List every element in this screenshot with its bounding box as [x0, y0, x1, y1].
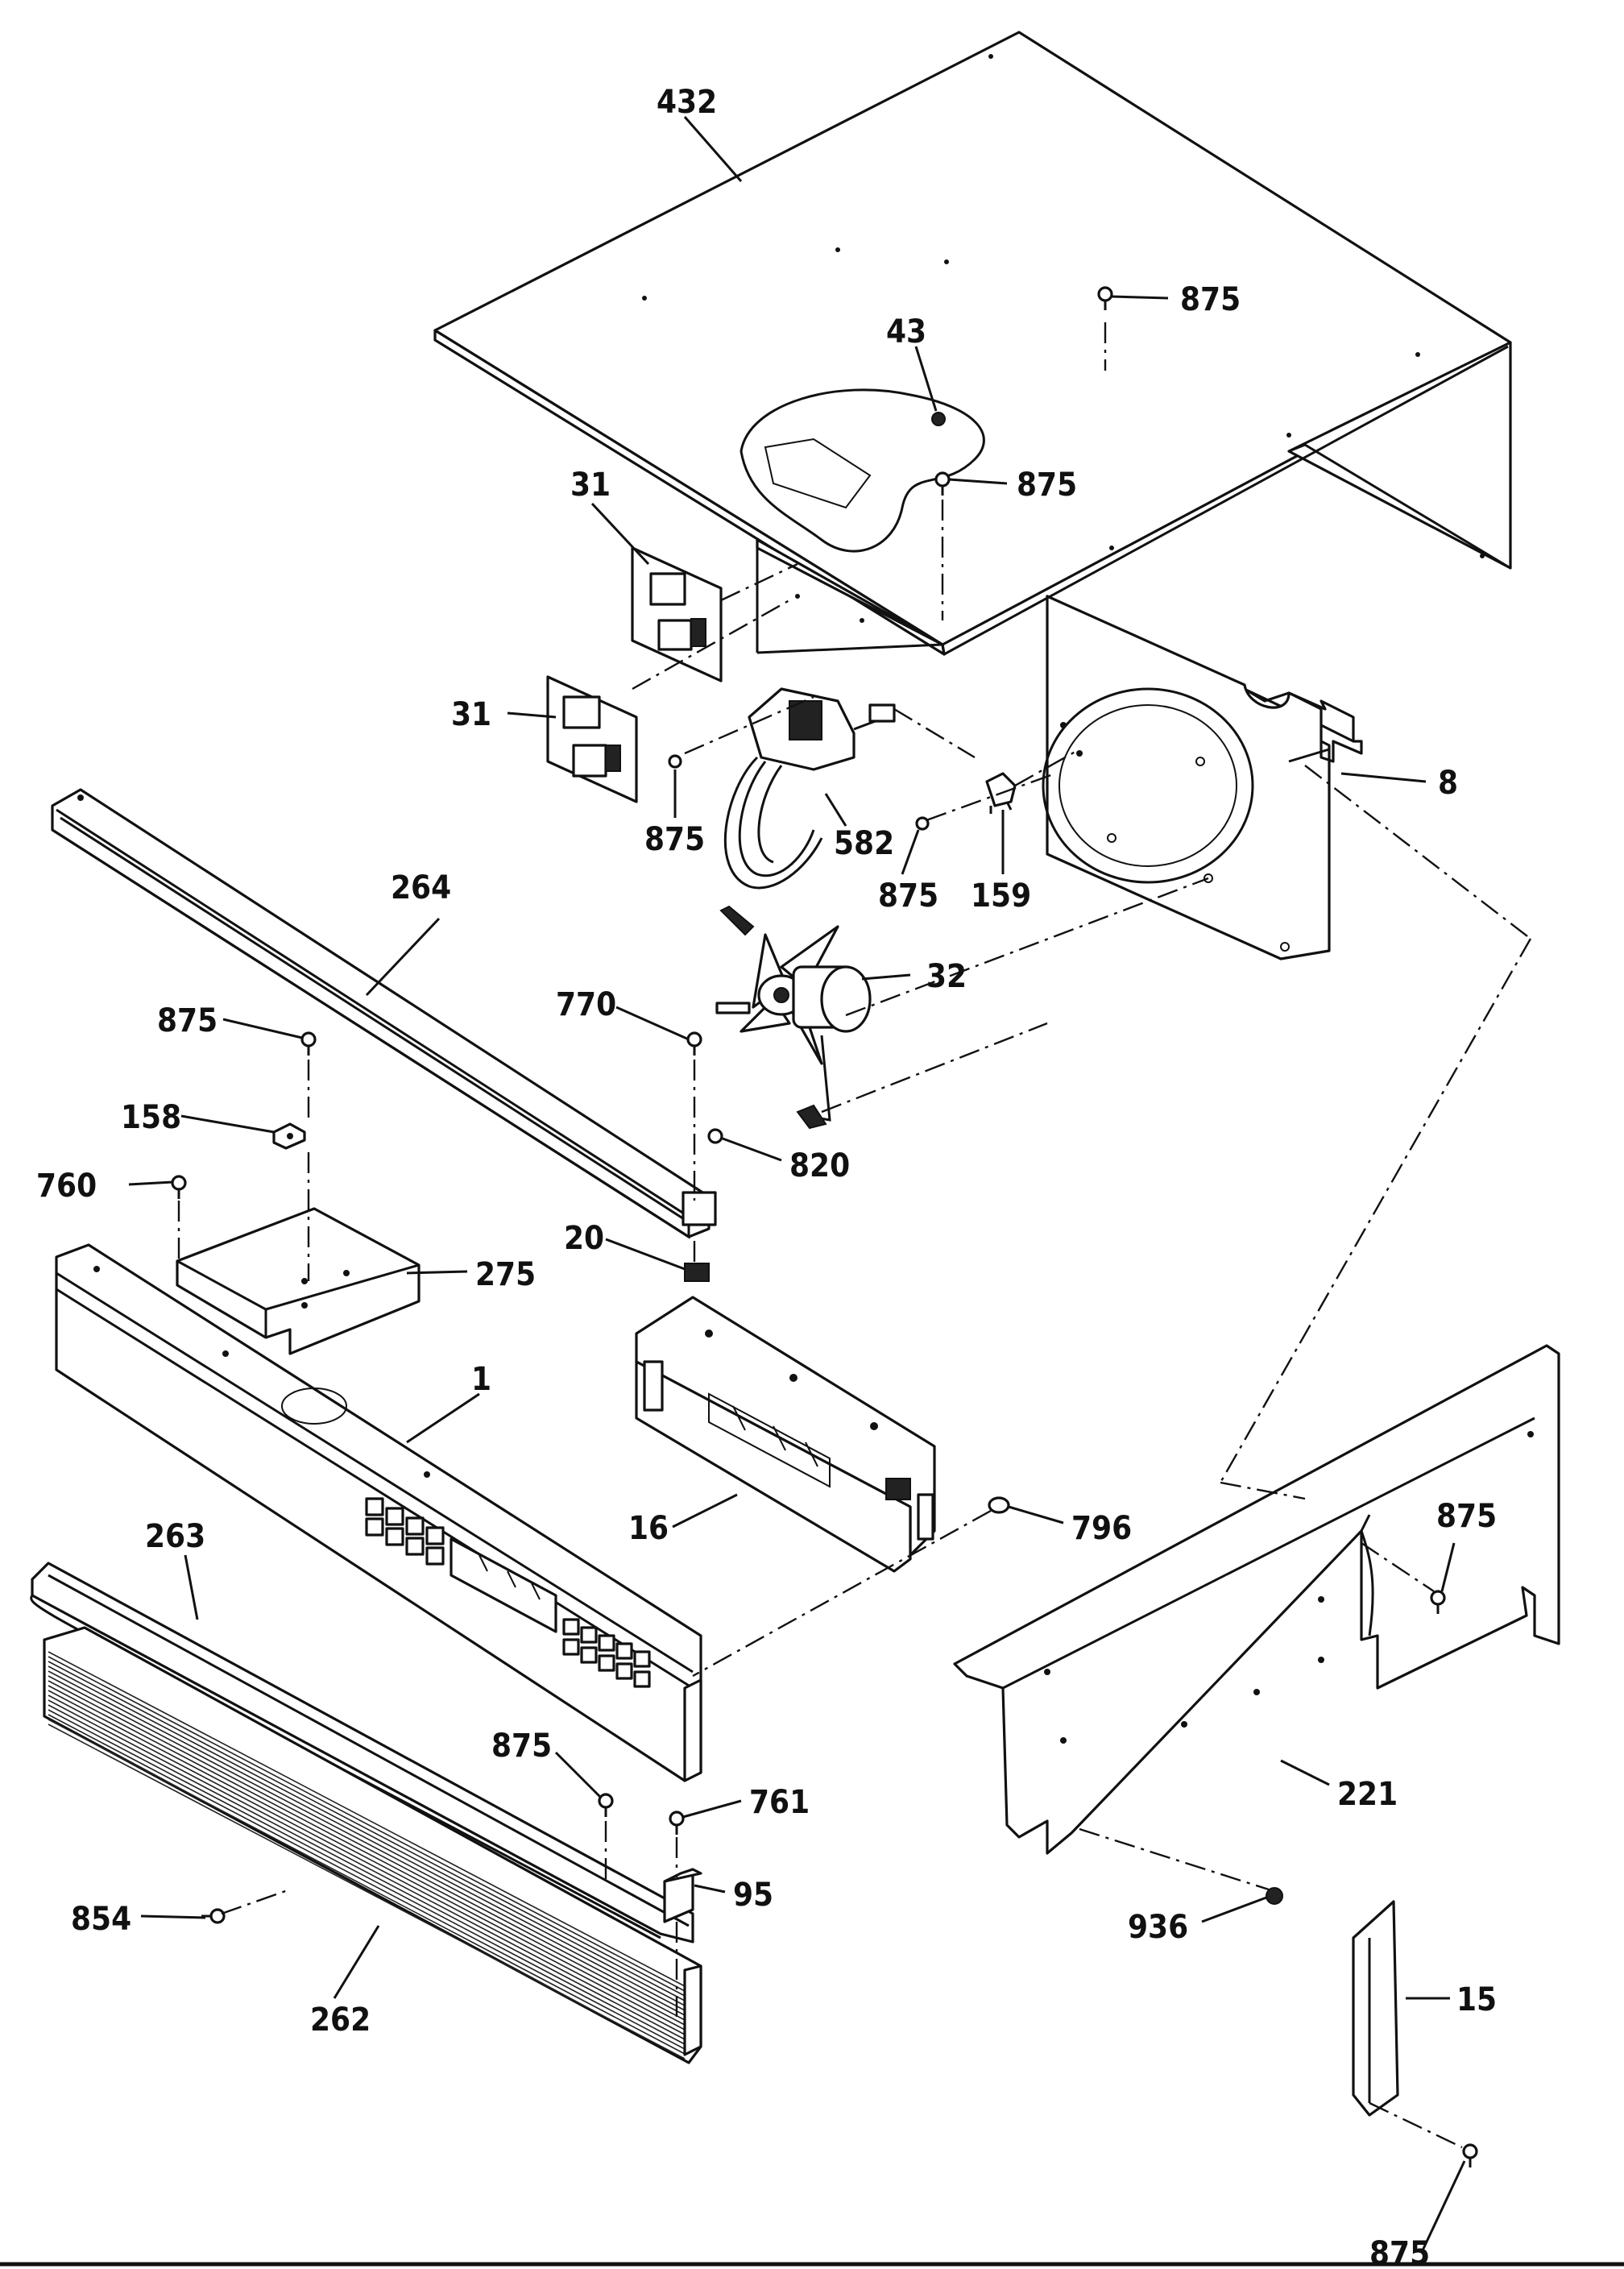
screws	[171, 286, 1478, 2167]
relay-board-31-lower	[546, 675, 638, 803]
grille-262	[43, 1626, 702, 2064]
label-8: 8	[1438, 765, 1458, 802]
label-770: 770	[556, 986, 616, 1023]
label-221: 221	[1337, 1776, 1398, 1813]
bracket-95	[663, 1868, 702, 1923]
label-796: 796	[1071, 1510, 1132, 1547]
grille-slat	[48, 1680, 686, 2016]
grille-slat	[48, 1690, 686, 2026]
screw-761	[669, 1811, 685, 1835]
grille-slat	[48, 1675, 686, 2011]
grille-slat	[48, 1665, 686, 2001]
clip-20	[684, 1263, 710, 1282]
top-cover-432	[433, 31, 1512, 656]
label-875-g: 875	[491, 1728, 552, 1765]
screw-875-side	[1430, 1590, 1446, 1614]
label-820: 820	[789, 1147, 850, 1184]
label-264: 264	[391, 869, 451, 906]
screw-875-bottom	[1462, 2143, 1478, 2167]
screw-875-trim	[598, 1793, 614, 1817]
label-875-b: 875	[1017, 467, 1077, 504]
grille-slat	[48, 1651, 686, 1987]
assembly-lines	[177, 322, 1532, 2149]
grille-slat	[48, 1661, 686, 1997]
label-95: 95	[733, 1877, 773, 1914]
screw-854	[201, 1908, 226, 1924]
label-760: 760	[36, 1168, 97, 1205]
label-16: 16	[628, 1510, 669, 1547]
label-15: 15	[1456, 1981, 1497, 2018]
grille-slat	[48, 1714, 686, 2050]
screw-796	[988, 1496, 1010, 1514]
back-panel-8	[1042, 595, 1363, 960]
screw-760	[171, 1175, 187, 1199]
label-43: 43	[886, 313, 926, 351]
label-761: 761	[749, 1784, 810, 1821]
bracket-275	[176, 1207, 420, 1355]
label-20: 20	[564, 1220, 604, 1257]
label-32: 32	[926, 958, 967, 995]
nut-936	[1266, 1887, 1283, 1905]
label-875-f: 875	[1436, 1498, 1497, 1535]
label-1: 1	[471, 1361, 491, 1398]
control-panel-1	[55, 1243, 702, 1782]
label-31-a: 31	[570, 467, 611, 504]
label-159: 159	[971, 877, 1031, 915]
label-432: 432	[657, 84, 717, 121]
fan-motor-32	[715, 905, 872, 1130]
side-panel-221	[953, 1344, 1560, 1855]
part-labels: 432 875 43 875 31 31 875 582 875 159 8 2…	[36, 84, 1497, 2269]
screw-875-transformer	[668, 754, 682, 769]
grille-slat	[48, 1685, 686, 2021]
label-263: 263	[145, 1518, 205, 1555]
screw-770	[686, 1031, 702, 1056]
bracket-15	[1352, 1900, 1399, 2117]
label-854: 854	[71, 1901, 131, 1938]
grille-slat	[48, 1709, 686, 2045]
leader-lines	[128, 116, 1466, 2253]
screw-875-switch	[915, 816, 930, 831]
label-158: 158	[121, 1099, 181, 1136]
thermostat-158	[272, 1122, 306, 1150]
label-936: 936	[1128, 1909, 1188, 1946]
label-875-a: 875	[1180, 281, 1241, 318]
label-875-e: 875	[157, 1002, 218, 1039]
label-582: 582	[834, 825, 894, 862]
control-board-16	[635, 1296, 936, 1573]
label-875-d: 875	[878, 877, 938, 915]
grille-slat	[48, 1719, 686, 2055]
relay-board-31-upper	[631, 546, 723, 682]
screw-820	[707, 1128, 723, 1144]
limit-switch-159	[985, 772, 1017, 814]
grille-slat	[48, 1699, 686, 2035]
transformer-582	[723, 687, 896, 890]
label-875-c: 875	[644, 821, 705, 858]
grille-slat	[48, 1724, 686, 2060]
grille-slat	[48, 1704, 686, 2040]
grille-slat	[48, 1670, 686, 2006]
screw-875-top	[1097, 286, 1113, 310]
grille-slat	[48, 1694, 686, 2030]
label-262: 262	[310, 2001, 371, 2039]
label-275: 275	[475, 1256, 536, 1293]
trim-263	[30, 1562, 694, 1943]
screw-875-thermostat	[300, 1031, 317, 1056]
label-31-b: 31	[451, 696, 491, 733]
grille-slat	[48, 1656, 686, 1992]
trim-bar-264	[51, 788, 717, 1239]
